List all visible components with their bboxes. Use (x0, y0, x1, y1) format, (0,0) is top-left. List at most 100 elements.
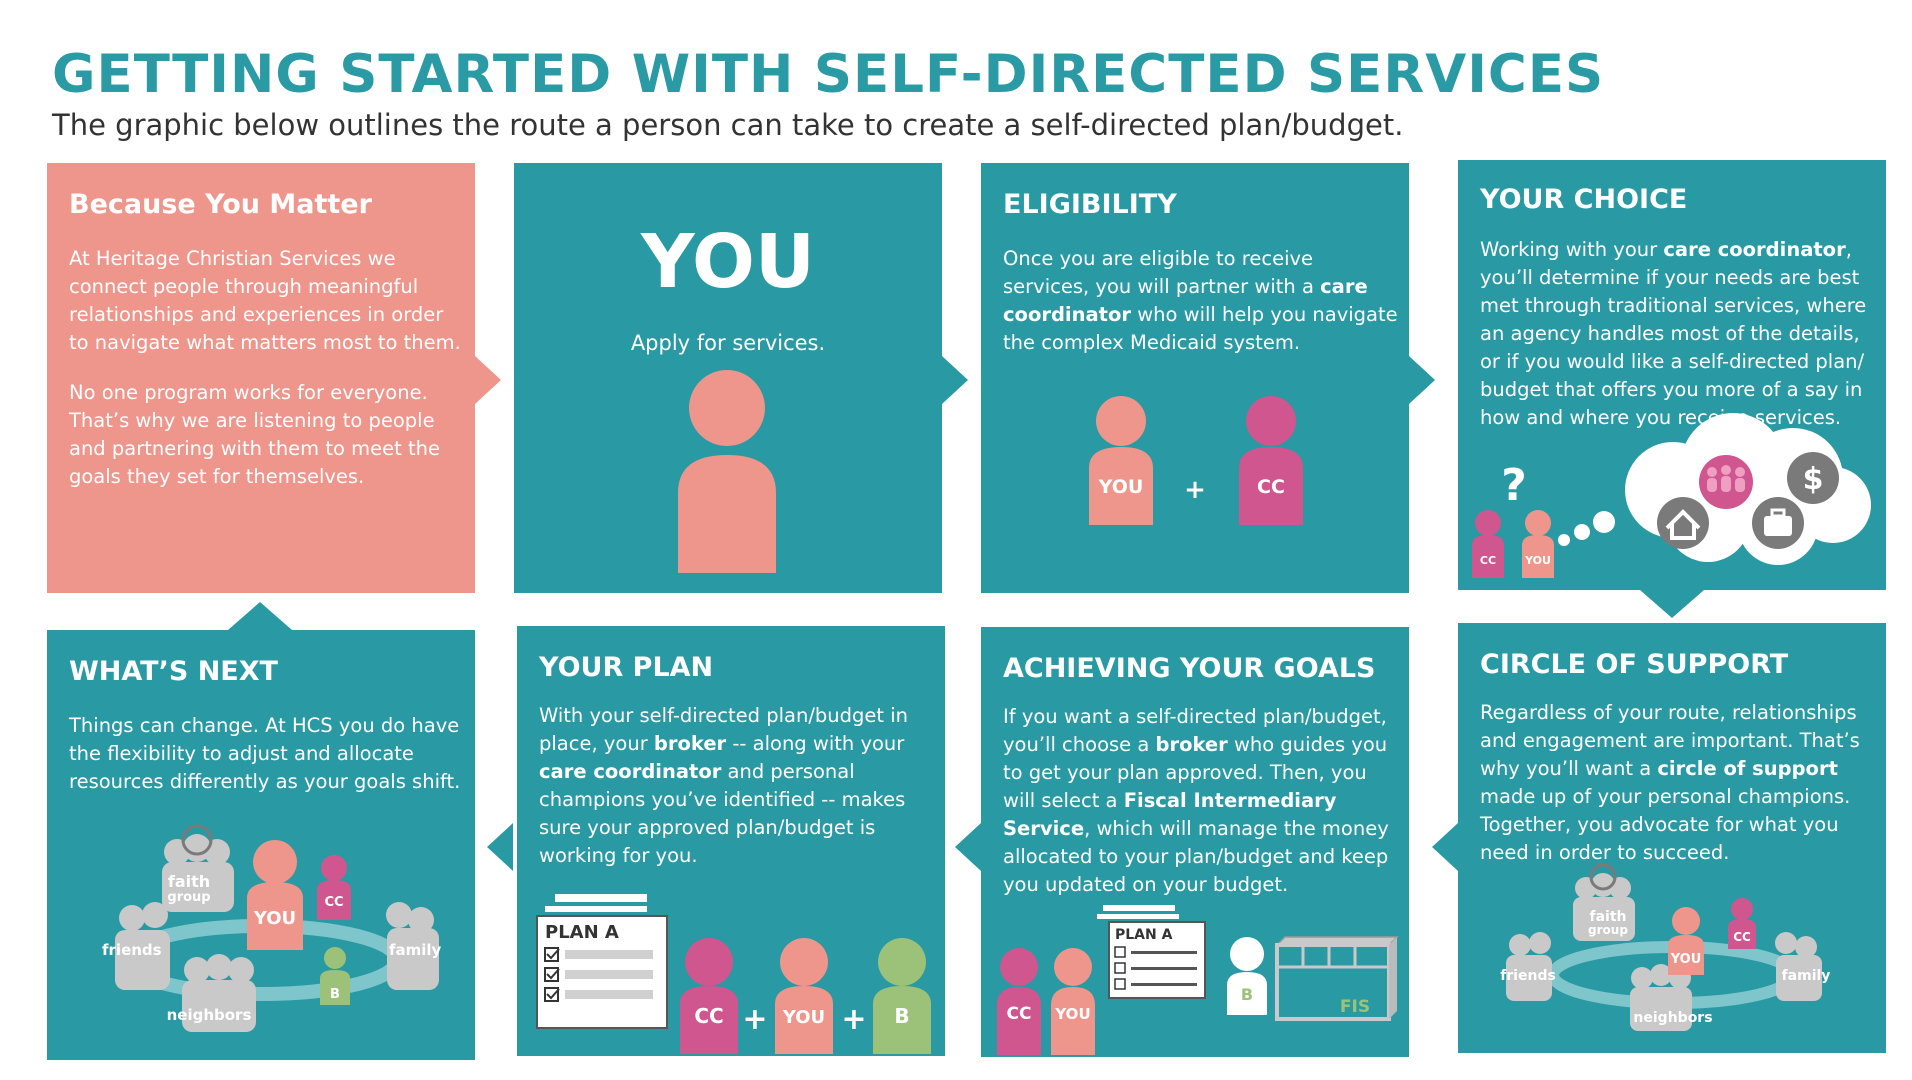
arrow-right-icon (942, 356, 968, 404)
you-label: YOU (1098, 476, 1144, 498)
panel-title: WHAT’S NEXT (69, 656, 278, 687)
panel-because-you-matter: Because You Matter At Heritage Christian… (47, 163, 475, 593)
you-label: YOU (1054, 1005, 1090, 1023)
bold-term: broker (1155, 733, 1228, 756)
arrow-left-icon (955, 823, 981, 871)
text: Regardless of your route, relationships … (1480, 701, 1860, 780)
text: With your self-directed plan/budget in p… (539, 704, 909, 755)
goals-figure: CC YOU PLAN A B FIS (997, 905, 1399, 1055)
panel-achieving-goals: ACHIEVING YOUR GOALS If you want a self-… (981, 627, 1409, 1057)
you-label: YOU (1670, 952, 1702, 967)
cc-label: CC (694, 1004, 723, 1028)
arrow-down-icon (1640, 590, 1704, 618)
you-label: YOU (253, 908, 296, 929)
you-label: YOU (782, 1007, 825, 1028)
plus-sign: + (841, 1002, 866, 1037)
panel-your-plan: YOUR PLAN With your self-directed plan/b… (517, 626, 945, 1056)
checklist-icon: PLAN A (536, 894, 668, 1029)
arrow-left-icon (1432, 823, 1458, 871)
text: , which will manage the money allocated … (1003, 817, 1389, 896)
circle-of-support-figure: faith group friends family neighbors YOU… (1500, 863, 1831, 1031)
text: Once you are eligible to receive service… (1003, 247, 1321, 298)
person-icon (678, 370, 776, 573)
panel-body: At Heritage Christian Services we connec… (69, 245, 465, 513)
b-label: B (1241, 985, 1253, 1004)
plus-sign: + (1184, 475, 1206, 505)
panel-body: With your self-directed plan/budget in p… (539, 702, 935, 870)
you-heading: YOU (641, 219, 815, 305)
panel-body: Regardless of your route, relationships … (1480, 699, 1880, 867)
family-label: family (389, 941, 442, 959)
bold-term: care coordinator (539, 760, 722, 783)
panel-body: Once you are eligible to receive service… (1003, 245, 1399, 357)
circle-of-support-figure: faith group friends family neighbors YOU… (102, 824, 442, 1032)
panel-eligibility: ELIGIBILITY Once you are eligible to rec… (981, 163, 1409, 593)
text: Working with your (1480, 238, 1664, 261)
bold-term: care coordinator (1003, 275, 1368, 326)
plan-a-label: PLAN A (1115, 927, 1173, 943)
plan-a-label: PLAN A (545, 922, 619, 943)
neighbors-label: neighbors (1633, 1010, 1712, 1026)
arrow-up-icon (228, 602, 292, 630)
question-mark-icon: ? (1501, 460, 1527, 511)
panel-body: If you want a self-directed plan/budget,… (1003, 703, 1399, 899)
cc-label: CC (1007, 1004, 1032, 1024)
cc-label: CC (1733, 930, 1751, 944)
text: and personal champions you’ve identified… (539, 760, 906, 867)
bold-term: broker (653, 732, 727, 755)
plan-figure: PLAN A CC + YOU + B (536, 894, 931, 1054)
panel-you: YOU Apply for services. (514, 163, 942, 593)
panel-body: Things can change. At HCS you do have th… (69, 714, 461, 793)
panel-your-choice: YOUR CHOICE Working with your care coord… (1458, 160, 1886, 590)
text: -- along with your (726, 732, 905, 755)
panel-title: YOUR CHOICE (1480, 184, 1688, 215)
bold-term: care coordinator (1663, 238, 1846, 261)
fis-label: FIS (1340, 997, 1370, 1017)
text: , you’ll determine if your needs are bes… (1480, 238, 1867, 429)
panel-title: CIRCLE OF SUPPORT (1480, 649, 1789, 680)
panel-title: Because You Matter (69, 189, 372, 220)
panel-circle-of-support: CIRCLE OF SUPPORT Regardless of your rou… (1458, 623, 1886, 1053)
friends-label: friends (102, 941, 162, 959)
panel-whats-next: WHAT’S NEXT Things can change. At HCS yo… (47, 630, 475, 1060)
you-label: YOU (1524, 554, 1551, 567)
paragraph-1: At Heritage Christian Services we connec… (69, 247, 461, 354)
faith-label: faith (168, 872, 210, 891)
panel-title: ACHIEVING YOUR GOALS (1003, 653, 1376, 684)
choice-figure: ? CC YOU $ (1472, 413, 1871, 578)
bold-term: Fiscal Intermediary Service (1003, 789, 1337, 840)
paragraph-2: No one program works for everyone. That’… (69, 381, 440, 488)
bold-term: circle of support (1657, 757, 1838, 780)
arrow-left-icon (487, 823, 513, 871)
plus-sign: + (742, 1002, 767, 1037)
text: who guides you to get your plan approved… (1003, 733, 1388, 812)
cc-label: CC (1257, 476, 1285, 498)
page-subtitle: The graphic below outlines the route a p… (52, 108, 1404, 142)
text: who will help you navigate the complex M… (1003, 303, 1398, 354)
dollar-icon (1787, 452, 1839, 504)
b-label: B (330, 987, 340, 1002)
checklist-icon: PLAN A (1097, 905, 1206, 999)
faith-label: faith (1590, 909, 1627, 925)
you-caption: Apply for services. (630, 331, 826, 355)
panel-body: Working with your care coordinator, you’… (1480, 236, 1872, 432)
text: If you want a self-directed plan/budget,… (1003, 705, 1387, 756)
family-label: family (1782, 968, 1831, 984)
page-title: GETTING STARTED WITH SELF-DIRECTED SERVI… (52, 44, 1605, 105)
arrow-right-icon (1409, 356, 1435, 404)
group-label: group (167, 890, 210, 905)
cc-label: CC (1480, 554, 1496, 567)
building-icon: FIS (1275, 936, 1399, 1021)
group-label: group (1588, 923, 1628, 937)
b-label: B (894, 1004, 909, 1028)
you-plus-cc-figure: YOU + CC (1089, 396, 1303, 525)
panel-title: ELIGIBILITY (1003, 189, 1177, 220)
arrow-right-icon (475, 356, 501, 404)
dollar-sign: $ (1803, 462, 1824, 497)
text: made up of your personal champions. Toge… (1480, 785, 1851, 864)
panel-title: YOUR PLAN (539, 652, 714, 683)
home-icon (1657, 497, 1709, 549)
cc-label: CC (324, 895, 343, 910)
neighbors-label: neighbors (167, 1006, 252, 1024)
friends-label: friends (1500, 968, 1556, 984)
